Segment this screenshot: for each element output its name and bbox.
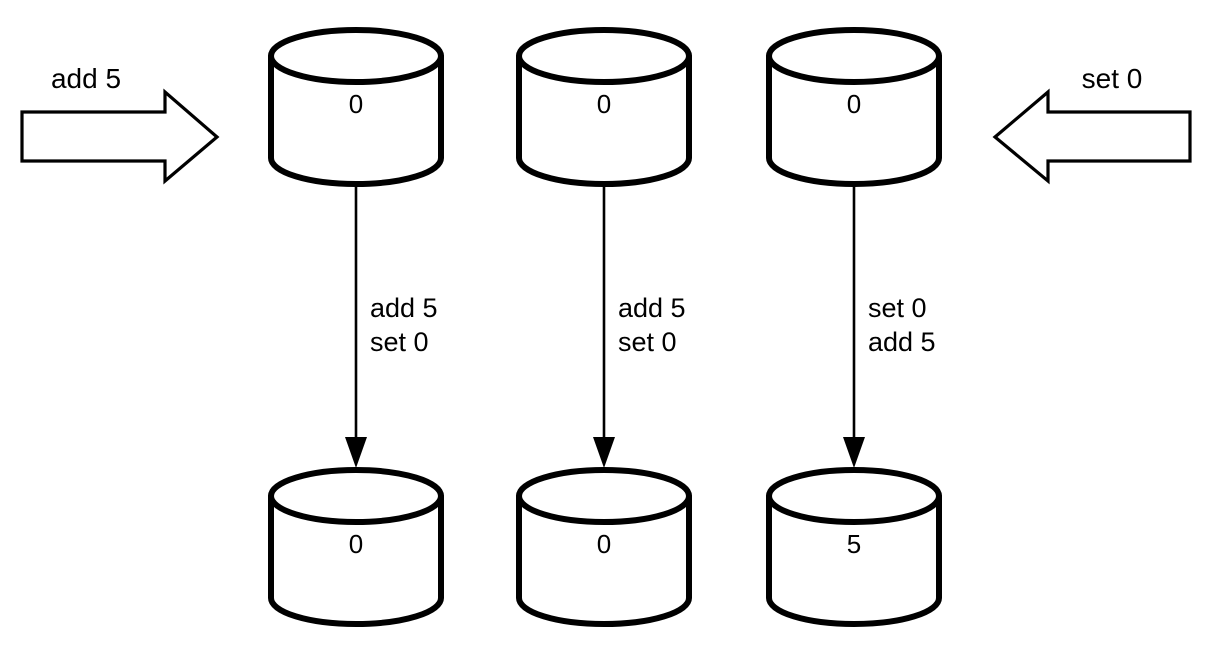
right-input-label: set 0: [1082, 63, 1143, 94]
cylinder-value: 0: [349, 89, 363, 119]
flow-arrow-1: [345, 186, 367, 468]
cylinder-bottom-1: 0: [268, 467, 444, 627]
cylinder-top-ellipse: [516, 467, 692, 525]
flow-label-line2: set 0: [618, 327, 677, 357]
flow-label-line1: set 0: [868, 293, 927, 323]
cylinder-body: [268, 53, 444, 187]
flow-arrow-2: [593, 186, 615, 468]
block-arrow-right-icon: [20, 88, 220, 185]
cylinder-top-ellipse: [268, 467, 444, 525]
column-2-group: 0 add 5 set 0 0: [516, 27, 692, 627]
cylinder-body: [766, 493, 942, 627]
cylinder-top-ellipse: [516, 27, 692, 85]
right-input-group: set 0: [992, 63, 1192, 185]
flow-label-line1: add 5: [618, 293, 686, 323]
cylinder-bottom-2: 0: [516, 467, 692, 627]
flow-label-line2: add 5: [868, 327, 936, 357]
cylinder-top-1: 0: [268, 27, 444, 187]
column-1-group: 0 add 5 set 0 0: [268, 27, 444, 627]
cylinder-top-ellipse: [766, 467, 942, 525]
cylinder-top-3: 0: [766, 27, 942, 187]
cylinder-body: [268, 493, 444, 627]
arrow-head-icon: [593, 437, 615, 468]
cylinder-body: [516, 53, 692, 187]
left-input-group: add 5: [20, 63, 220, 185]
column-3-group: 0 set 0 add 5 5: [766, 27, 942, 627]
cylinder-body: [766, 53, 942, 187]
block-arrow-left-icon: [992, 88, 1192, 185]
cylinder-top-ellipse: [766, 27, 942, 85]
flow-label-line1: add 5: [370, 293, 438, 323]
cylinder-top-ellipse: [268, 27, 444, 85]
cylinder-value: 5: [847, 529, 861, 559]
left-input-label: add 5: [51, 63, 121, 94]
cylinder-bottom-3: 5: [766, 467, 942, 627]
cylinder-value: 0: [597, 529, 611, 559]
cylinder-value: 0: [349, 529, 363, 559]
cylinder-value: 0: [597, 89, 611, 119]
cylinder-value: 0: [847, 89, 861, 119]
cylinder-top-2: 0: [516, 27, 692, 187]
flow-arrow-3: [843, 186, 865, 468]
arrow-head-icon: [843, 437, 865, 468]
flow-label-line2: set 0: [370, 327, 429, 357]
arrow-head-icon: [345, 437, 367, 468]
cylinder-body: [516, 493, 692, 627]
